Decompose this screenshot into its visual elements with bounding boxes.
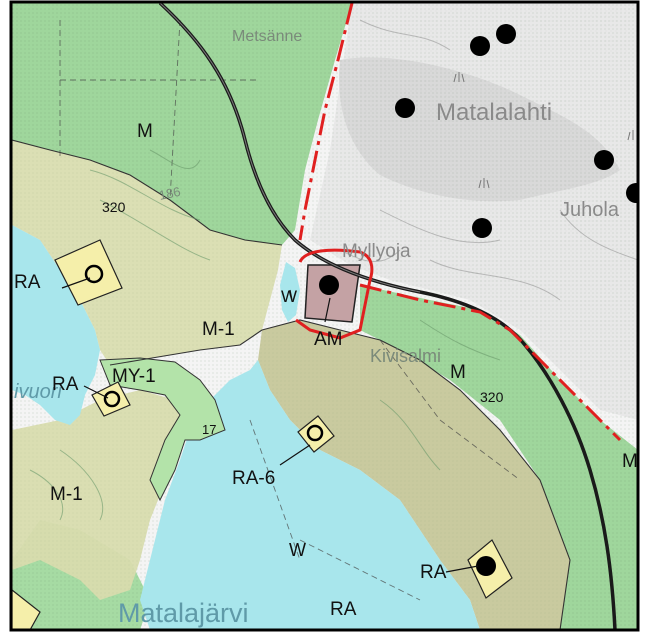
zone-label-w-lake: W: [289, 540, 306, 560]
contour-label-320-west: 320: [102, 199, 126, 215]
contour-label-186: 186: [158, 184, 182, 203]
main-road-inner: [159, 3, 421, 293]
ra-plot-southwest: [12, 589, 41, 630]
place-name-matalajarvi: Matalajärvi: [118, 598, 249, 628]
place-name-metsanne: Metsänne: [232, 28, 302, 45]
dashed-property-lines: [59, 19, 521, 601]
place-name-juhola: Juhola: [560, 199, 620, 221]
terrain-contours: [29, 149, 501, 521]
zone-label-ra-lakeshore: RA: [52, 374, 79, 395]
lake-matalajarvi: [140, 360, 480, 630]
plan-boundary-east: [359, 283, 622, 442]
zone-label-m1-center: M-1: [202, 319, 235, 340]
contour-label-320-east: 320: [480, 389, 504, 405]
map-border: [9, 0, 640, 632]
zone-boundaries: [12, 139, 571, 630]
lake-west: [12, 225, 100, 425]
place-name-myllyoja: Myllyoja: [342, 241, 411, 262]
ra-plot-west: [54, 239, 123, 306]
zone-label-ra-south: RA: [330, 599, 357, 620]
zone-label-my1: MY-1: [112, 366, 156, 387]
zone-label-ra-southeast: RA: [420, 562, 447, 583]
open-circle-markers: [84, 264, 324, 442]
contour-label-17: 17: [202, 422, 216, 437]
am-boundary-red: [295, 248, 374, 340]
zone-label-m-east: M: [450, 362, 466, 383]
zone-label-m1-southwest: M-1: [50, 484, 83, 505]
my1-strip: [99, 357, 226, 502]
marsh-symbols: [453, 72, 634, 189]
zone-label-ra6: RA-6: [232, 468, 275, 489]
place-name-lake-fragment: ivuori: [14, 381, 62, 403]
ra-plot-lakeshore: [91, 381, 131, 417]
zone-label-ra-west: RA: [14, 272, 41, 293]
place-name-kivisalmi: Kivisalmi: [370, 346, 441, 366]
zone-label-edge-m: M: [622, 451, 638, 472]
label-leaders: [61, 277, 479, 573]
zone-label-am: AM: [314, 329, 343, 350]
place-name-matalalahti: Matalalahti: [436, 99, 552, 126]
zone-label-w-small: W: [281, 287, 297, 306]
zone-label-m-north: M: [137, 121, 153, 142]
plan-boundary-north: [298, 3, 354, 241]
building-markers: [319, 24, 638, 576]
